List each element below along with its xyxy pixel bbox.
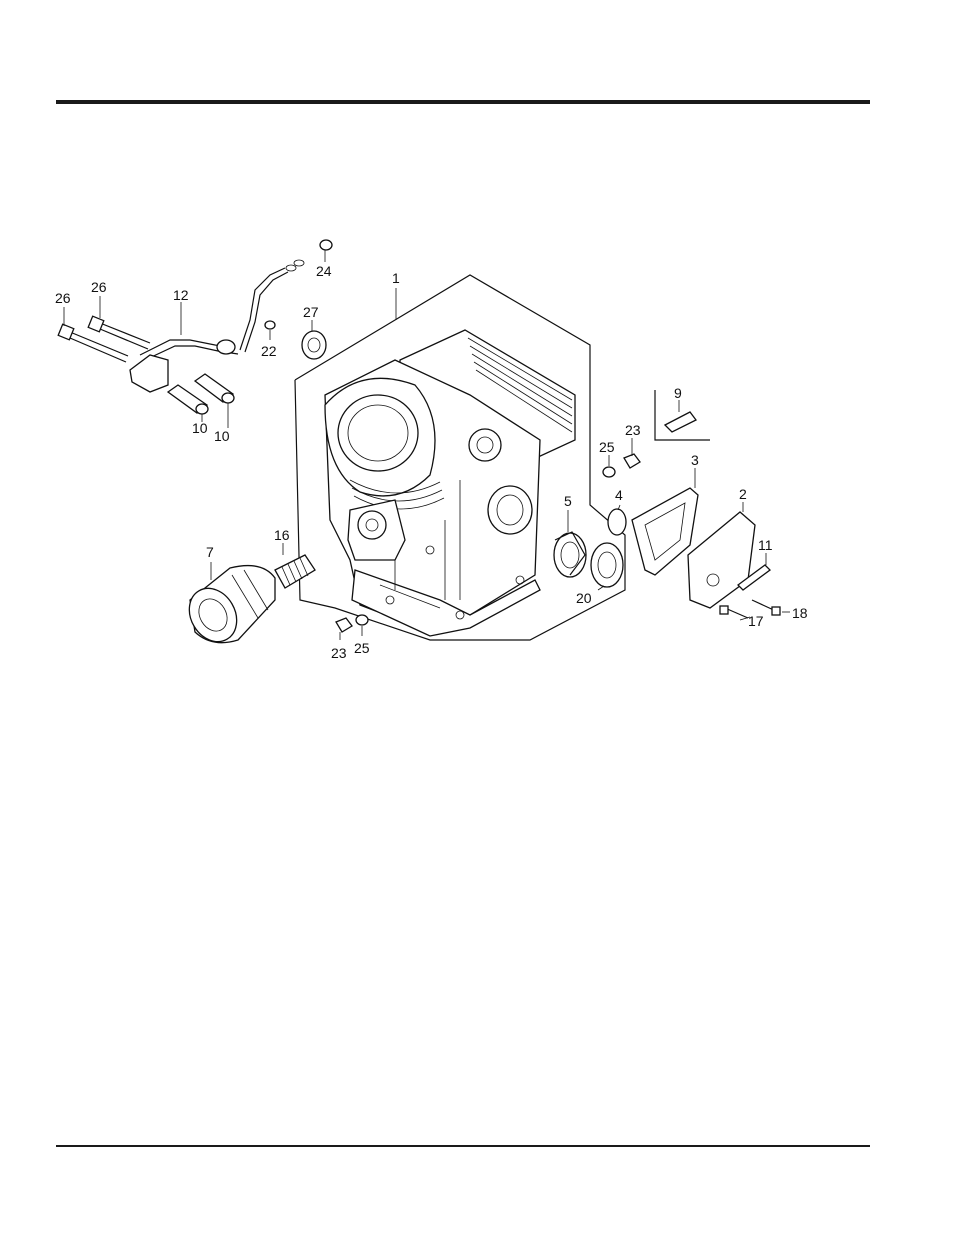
- oil-seal-and-bearing: [554, 509, 626, 587]
- part-label-1: 1: [392, 270, 400, 286]
- part-label-23a: 23: [625, 422, 641, 438]
- part-label-2: 2: [739, 486, 747, 502]
- part-label-23b: 23: [331, 645, 347, 661]
- part-label-16: 16: [274, 527, 290, 543]
- part-label-20: 20: [576, 590, 592, 606]
- part-label-4: 4: [615, 487, 623, 503]
- part-label-17: 17: [748, 613, 764, 629]
- oil-pipe: [130, 260, 304, 392]
- part-label-7: 7: [206, 544, 214, 560]
- part-label-25b: 25: [354, 640, 370, 656]
- part-label-9: 9: [674, 385, 682, 401]
- part-label-22: 22: [261, 343, 277, 359]
- part-label-10a: 10: [192, 420, 208, 436]
- part-label-5: 5: [564, 493, 572, 509]
- breather-plug: [655, 390, 710, 440]
- part-label-3: 3: [691, 452, 699, 468]
- oil-filter: [180, 566, 275, 651]
- rubber-sleeves: [168, 374, 234, 414]
- part-label-27: 27: [303, 304, 319, 320]
- bolt-pair: [58, 316, 150, 362]
- part-label-10b: 10: [214, 428, 230, 444]
- crankcase-block: [325, 330, 575, 636]
- part-label-26a: 26: [55, 290, 71, 306]
- part-label-12: 12: [173, 287, 189, 303]
- part-label-18: 18: [792, 605, 808, 621]
- filter-nipple: [275, 555, 315, 588]
- part-label-25a: 25: [599, 439, 615, 455]
- part-label-26b: 26: [91, 279, 107, 295]
- part-label-11: 11: [758, 537, 773, 553]
- part-label-24: 24: [316, 263, 332, 279]
